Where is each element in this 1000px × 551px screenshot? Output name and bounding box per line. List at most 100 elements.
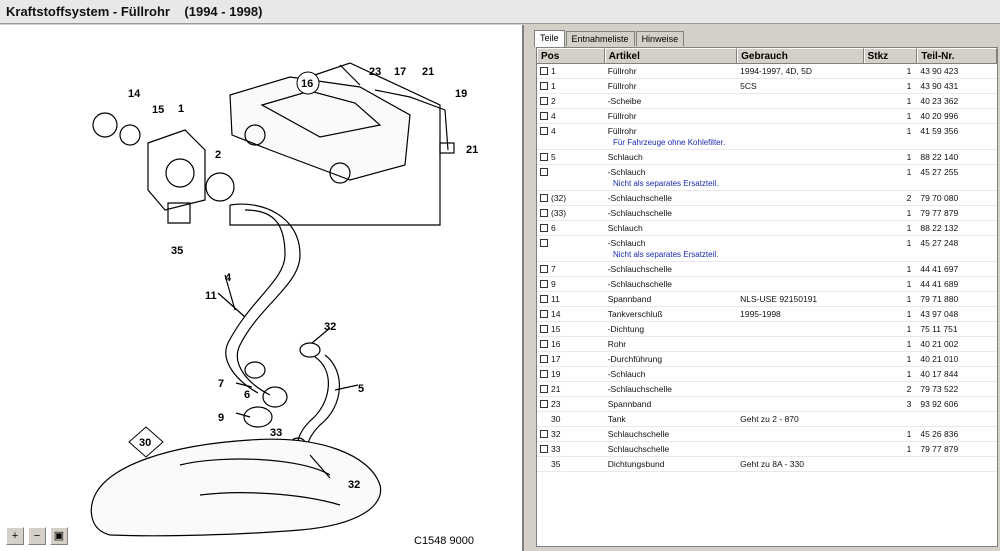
artikel-text: Tankverschluß: [607, 309, 663, 319]
cell-stkz: 1: [864, 152, 918, 162]
row-checkbox[interactable]: [540, 325, 548, 333]
cell-pos: 11: [537, 294, 605, 304]
cell-pos: (32): [537, 193, 605, 203]
exploded-diagram-panel: 14 15 1 2 35 16 23 17 21 19 21 4 11 32 7…: [0, 25, 524, 551]
column-header-stkz[interactable]: Stkz: [863, 48, 918, 63]
stkz-text: 1: [906, 66, 912, 76]
cell-pos: 23: [537, 399, 605, 409]
artikel-text: Schlauchschelle: [607, 444, 670, 454]
row-checkbox[interactable]: [540, 194, 548, 202]
row-checkbox[interactable]: [540, 385, 548, 393]
cell-artikel: -Schlauchschelle: [605, 264, 737, 274]
column-header-teilnr[interactable]: Teil-Nr.: [917, 48, 997, 63]
zoom-out-button[interactable]: −: [28, 527, 46, 545]
row-checkbox[interactable]: [540, 280, 548, 288]
fit-to-window-button[interactable]: ▣: [50, 527, 68, 545]
column-header-gebrauch[interactable]: Gebrauch: [737, 48, 864, 63]
cell-stkz: 1: [864, 208, 918, 218]
tab-entnahmeliste[interactable]: Entnahmeliste: [565, 31, 635, 46]
row-checkbox[interactable]: [540, 340, 548, 348]
row-checkbox[interactable]: [540, 153, 548, 161]
row-checkbox[interactable]: [540, 209, 548, 217]
callout-32-bottom: 32: [348, 479, 360, 491]
teilnr-text: 88 22 132: [920, 223, 959, 233]
row-checkbox[interactable]: [540, 168, 548, 176]
artikel-text: Rohr: [607, 339, 627, 349]
callout-2: 2: [215, 149, 221, 161]
cell-teilnr: 43 97 048: [917, 309, 997, 319]
row-checkbox[interactable]: [540, 400, 548, 408]
cell-artikel: Füllrohr: [605, 66, 737, 76]
pos-text: 1: [551, 66, 556, 76]
cell-artikel: Tankverschluß: [605, 309, 737, 319]
stkz-text: 2: [906, 193, 912, 203]
pos-text: 11: [551, 294, 560, 304]
cell-artikel: Dichtungsbund: [605, 459, 737, 469]
artikel-text: Füllrohr: [607, 81, 637, 91]
zoom-in-button[interactable]: +: [6, 527, 24, 545]
row-checkbox[interactable]: [540, 82, 548, 90]
tab-hinweise[interactable]: Hinweise: [635, 31, 685, 46]
row-checkbox[interactable]: [540, 239, 548, 247]
callout-16: 16: [301, 78, 313, 90]
teilnr-text: 93 92 606: [920, 399, 959, 409]
row-checkbox[interactable]: [540, 265, 548, 273]
column-header-pos[interactable]: Pos: [537, 48, 605, 63]
row-checkbox[interactable]: [540, 430, 548, 438]
row-checkbox[interactable]: [540, 97, 548, 105]
cell-stkz: 1: [864, 111, 918, 121]
cell-teilnr: 88 22 132: [917, 223, 997, 233]
pos-text: 15: [551, 324, 561, 334]
stkz-text: 1: [906, 152, 912, 162]
callout-1: 1: [178, 103, 184, 115]
row-checkbox[interactable]: [540, 355, 548, 363]
row-checkbox[interactable]: [540, 112, 548, 120]
row-checkbox[interactable]: [540, 370, 548, 378]
artikel-text: Füllrohr: [607, 66, 637, 76]
row-checkbox[interactable]: [540, 295, 548, 303]
row-checkbox[interactable]: [540, 67, 548, 75]
tab-teile[interactable]: Teile: [534, 30, 565, 47]
cell-stkz: 2: [864, 193, 918, 203]
row-checkbox[interactable]: [540, 224, 548, 232]
cell-stkz: 1: [864, 429, 918, 439]
pos-text: 32: [551, 429, 561, 439]
cell-teilnr: 44 41 697: [917, 264, 997, 274]
pos-text: 7: [551, 264, 556, 274]
cell-gebrauch: 5CS: [737, 81, 863, 91]
exploded-diagram[interactable]: 14 15 1 2 35 16 23 17 21 19 21 4 11 32 7…: [0, 25, 524, 551]
row-checkbox[interactable]: [540, 445, 548, 453]
row-checkbox[interactable]: [540, 127, 548, 135]
teilnr-text: 79 77 879: [920, 444, 959, 454]
row-checkbox[interactable]: [540, 310, 548, 318]
cell-stkz: 1: [864, 81, 918, 91]
teilnr-text: 40 23 362: [920, 96, 959, 106]
cell-teilnr: 45 26 836: [917, 429, 997, 439]
column-header-artikel[interactable]: Artikel: [604, 48, 738, 63]
